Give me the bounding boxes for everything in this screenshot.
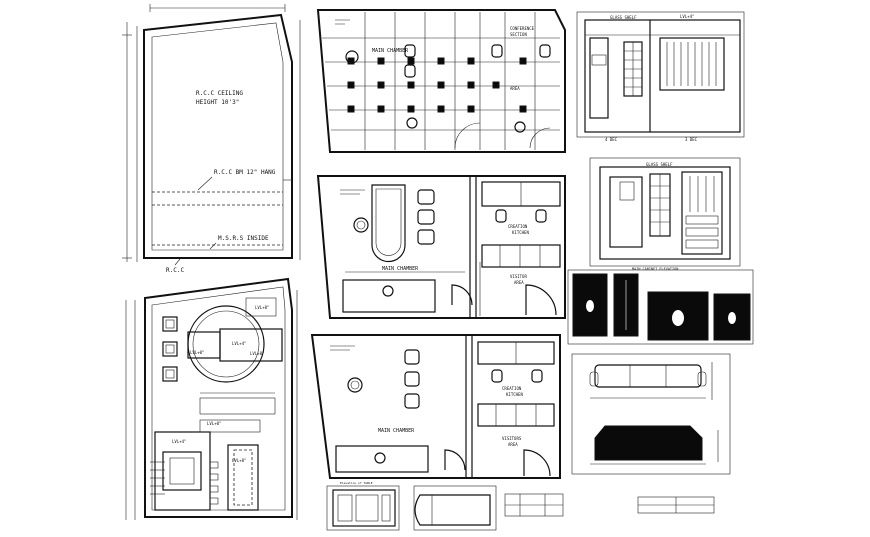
strip-label: Elevation of TABLE <box>340 481 373 485</box>
elev-top-label: GLASS SHELF <box>610 15 637 20</box>
plan-mid-main-chamber: MAIN CHAMBER <box>382 266 419 272</box>
plan-mid-kitchen-2: KITCHEN <box>512 230 529 235</box>
elev-top-dim-a2: 3 DEC <box>685 137 698 142</box>
tiled-floor-plan: MAIN CHAMBER CONFERENCE SECTION AREA <box>316 9 566 153</box>
plan-top-conference: CONFERENCE <box>510 26 535 31</box>
plan-low-kitchen-2: KITCHEN <box>506 392 523 397</box>
plan-low-kitchen: CREATION <box>502 386 522 391</box>
level-tag-g: LVL+8" <box>232 458 246 463</box>
plan-mid-visitor-2: AREA <box>514 280 524 285</box>
msrs-label: M.S.R.S INSIDE <box>218 235 269 242</box>
plan-low-visitor-2: AREA <box>508 442 518 447</box>
plan-low-main-chamber: MAIN CHAMBER <box>378 428 415 434</box>
elevation-mid-right: GLASS SHELF MAIN CABINET ELEVATION <box>589 157 741 271</box>
ceiling-label-line2: HEIGHT 10'3" <box>196 99 239 106</box>
beam-label: R.C.C BM 12" HANG <box>214 169 276 176</box>
level-tag-d: LVL+8" <box>250 351 264 356</box>
level-tag-e: LVL+0" <box>207 421 221 426</box>
furniture-plan-mid: MAIN CHAMBER CREATION KITCHEN VISITOR AR… <box>316 175 566 319</box>
plan-top-area: AREA <box>510 86 520 91</box>
level-tag-a: LVL+8" <box>255 305 269 310</box>
level-tag-b: LVL+0" <box>190 350 204 355</box>
level-tag-c: LVL+4" <box>232 341 246 346</box>
plan-mid-visitor: VISITOR <box>510 274 527 279</box>
plan-mid-kitchen: CREATION <box>508 224 528 229</box>
elevation-top-right: GLASS SHELF LVL+4" 4 DEC 3 DEC <box>576 11 745 142</box>
bottom-details: Elevation of TABLE <box>326 481 715 531</box>
sofa-elevation <box>571 353 731 475</box>
elev-mid-caption: MAIN CABINET ELEVATION <box>632 267 678 271</box>
plan-top-main-chamber: MAIN CHAMBER <box>372 48 409 54</box>
elev-top-dim-a1: 4 DEC <box>605 137 618 142</box>
plan-top-section: SECTION <box>510 32 527 37</box>
level-tag-f: LVL+4" <box>172 439 186 444</box>
elev-mid-label: GLASS SHELF <box>646 162 673 167</box>
furniture-plan-low: MAIN CHAMBER CREATION KITCHEN VISITORS A… <box>310 334 561 479</box>
elev-top-dim-b: LVL+4" <box>680 14 694 19</box>
rcc-label: R.C.C <box>166 267 184 274</box>
ceiling-plan: R.C.C CEILING HEIGHT 10'3" R.C.C BM 12" … <box>122 4 301 274</box>
plan-low-visitor: VISITORS <box>502 436 522 441</box>
ceiling-label-line1: R.C.C CEILING <box>196 90 243 97</box>
door-elevations <box>567 269 754 345</box>
floor-level-plan: LVL+8" LVL+0" LVL+4" LVL+8" LVL+0" LVL+4… <box>125 277 298 520</box>
